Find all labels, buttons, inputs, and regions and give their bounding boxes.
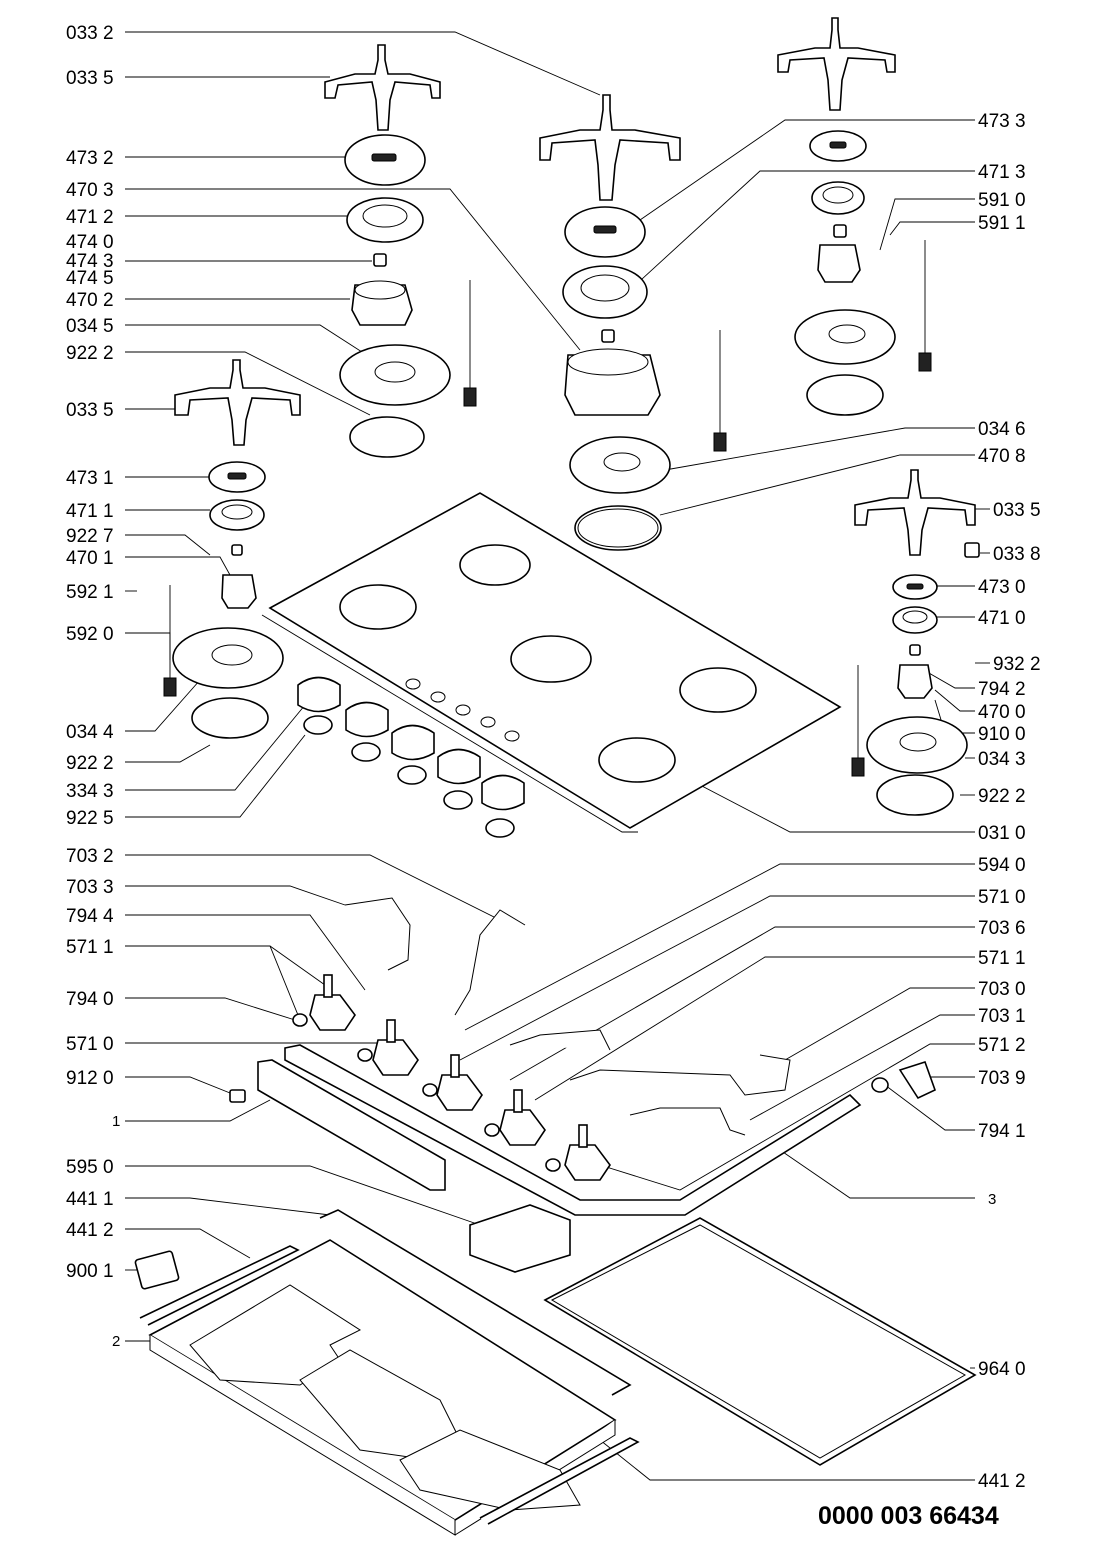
part-label: 900 1 (66, 1261, 114, 1282)
part-label: 591 1 (978, 213, 1026, 234)
pan-support-033-5-mid-left (174, 359, 301, 446)
part-label: 3 (988, 1191, 996, 1208)
part-label: 571 2 (978, 1035, 1026, 1056)
part-label: 1 (112, 1113, 120, 1130)
part-label: 571 0 (66, 1034, 114, 1055)
gas-pipes (344, 897, 791, 1136)
part-label: 334 3 (66, 781, 114, 802)
part-label: 471 3 (978, 162, 1026, 183)
part-label: 922 2 (66, 753, 114, 774)
part-label: 470 2 (66, 290, 114, 311)
gas-manifold-tube (284, 1044, 862, 1216)
part-label: 912 0 (66, 1068, 114, 1089)
part-label: 474 0 (66, 232, 114, 253)
part-label: 794 0 (66, 989, 114, 1010)
leader-lines (125, 31, 990, 1481)
part-label: 033 8 (993, 544, 1041, 565)
part-label: 473 1 (66, 468, 114, 489)
part-label: 595 0 (66, 1157, 114, 1178)
pan-support-033-5-top-left (324, 44, 441, 131)
part-label: 794 2 (978, 679, 1026, 700)
part-label: 932 2 (993, 654, 1041, 675)
part-label: 571 1 (978, 948, 1026, 969)
part-label: 473 0 (978, 577, 1026, 598)
part-label: 441 1 (66, 1189, 114, 1210)
part-label: 591 0 (978, 190, 1026, 211)
part-label: 571 0 (978, 887, 1026, 908)
part-label: 922 5 (66, 808, 114, 829)
part-labels-right: 473 3 471 3 591 0 591 1 034 6 470 8 033 … (978, 111, 1041, 1492)
part-label: 922 2 (66, 343, 114, 364)
part-label: 794 4 (66, 906, 114, 927)
part-label: 703 6 (978, 918, 1026, 939)
part-label: 910 0 (978, 724, 1026, 745)
washers (292, 1013, 889, 1172)
part-label: 964 0 (978, 1359, 1026, 1380)
pan-support-033-2 (539, 94, 681, 201)
part-label: 922 7 (66, 526, 114, 547)
part-label: 592 0 (66, 624, 114, 645)
part-label: 471 0 (978, 608, 1026, 629)
part-label: 703 1 (978, 1006, 1026, 1027)
document-code: 0000 003 66434 (818, 1502, 999, 1530)
part-label: 571 1 (66, 937, 114, 958)
spark-generator-595-0 (469, 1204, 571, 1273)
part-label: 703 9 (978, 1068, 1026, 1089)
gas-taps (309, 974, 611, 1181)
part-label: 033 2 (66, 23, 114, 44)
part-label: 473 3 (978, 111, 1026, 132)
part-label: 441 2 (66, 1220, 114, 1241)
part-label: 033 5 (66, 400, 114, 421)
part-label: 592 1 (66, 582, 114, 603)
part-label: 034 4 (66, 722, 114, 743)
part-label: 922 2 (978, 786, 1026, 807)
pan-support-top-right (777, 17, 896, 111)
part-label: 031 0 (978, 823, 1026, 844)
part-label: 703 0 (978, 979, 1026, 1000)
part-label: 794 1 (978, 1121, 1026, 1142)
part-label: 474 5 (66, 268, 114, 289)
part-label: 033 5 (993, 500, 1041, 521)
part-label: 471 2 (66, 207, 114, 228)
part-label: 703 2 (66, 846, 114, 867)
part-labels-left: 033 2 033 5 473 2 470 3 471 2 474 0 474 … (66, 23, 120, 1350)
part-label: 034 6 (978, 419, 1026, 440)
part-label: 033 5 (66, 68, 114, 89)
ignition-leads (163, 240, 932, 777)
part-label: 470 3 (66, 180, 114, 201)
control-holes (405, 678, 520, 742)
part-label: 441 2 (978, 1471, 1026, 1492)
part-label: 2 (112, 1333, 120, 1350)
part-label: 473 2 (66, 148, 114, 169)
part-label: 594 0 (978, 855, 1026, 876)
part-label: 471 1 (66, 501, 114, 522)
knob-rings (303, 715, 515, 838)
part-label: 470 0 (978, 702, 1026, 723)
part-label: 470 8 (978, 446, 1026, 467)
control-knobs (297, 676, 525, 811)
part-label: 703 3 (66, 877, 114, 898)
part-label: 034 3 (978, 749, 1026, 770)
part-label: 470 1 (66, 548, 114, 569)
part-label: 034 5 (66, 316, 114, 337)
pan-support-033-5-right (854, 469, 976, 556)
part-label: 474 3 (66, 251, 114, 272)
parts-drawing (134, 17, 980, 1536)
